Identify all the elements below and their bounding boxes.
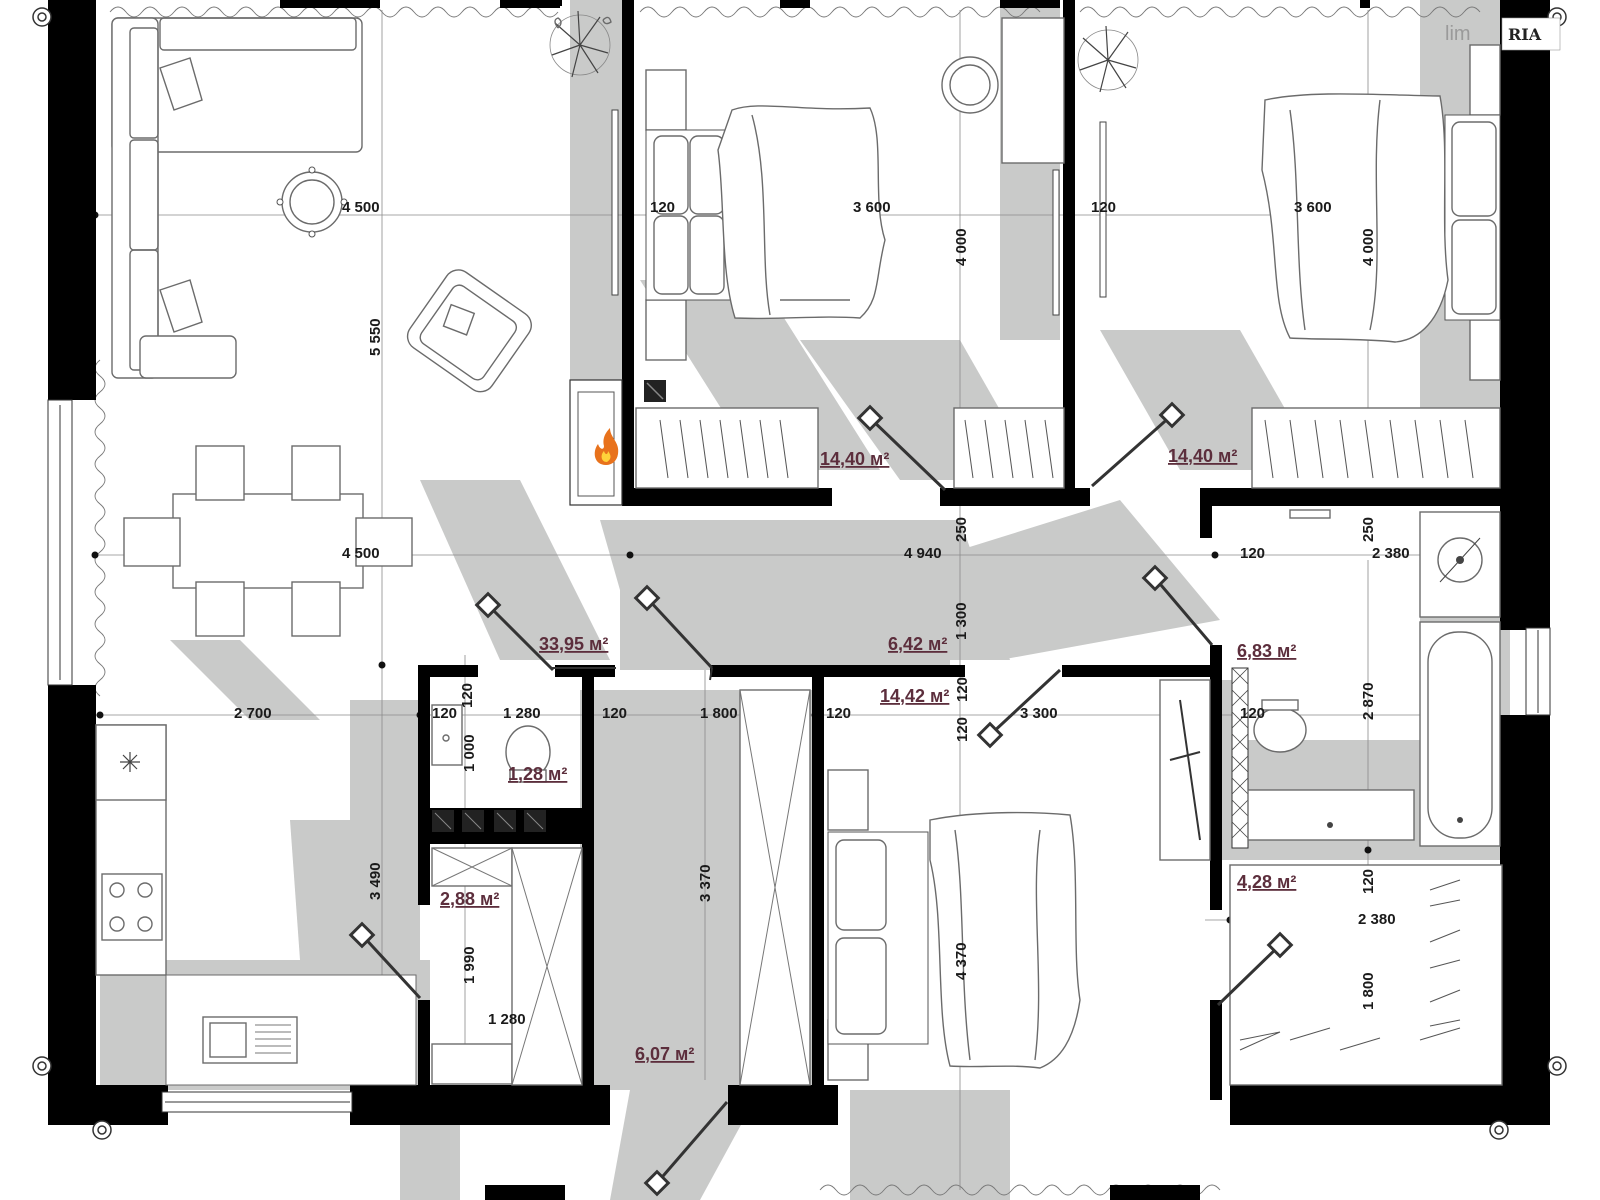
sink-icon	[1419, 511, 1501, 618]
dim-hall-width: 4 940	[904, 545, 942, 562]
dim-bed2-width: 3 600	[1294, 199, 1332, 216]
dimension-labels: 4 500 120 3 600 4 000 120 3 600 4 000 5 …	[234, 199, 1410, 1028]
bathtub-icon	[1419, 621, 1501, 847]
corridor-wardrobe	[431, 689, 811, 1086]
tv-icon	[611, 109, 1107, 316]
coffee-table-icon	[276, 166, 348, 238]
dim-bed3-wall-left: 120	[826, 705, 851, 722]
dim-bed1-width: 3 600	[853, 199, 891, 216]
watermark-logo: RIA	[1508, 25, 1542, 44]
bed-icon	[1261, 44, 1501, 381]
dim-bed1-wall: 120	[650, 199, 675, 216]
dim-kitchen-depth: 3 490	[367, 862, 384, 900]
area-corridor: 6,07 м²	[635, 1044, 694, 1064]
dim-bed3-width: 3 300	[1020, 705, 1058, 722]
curtain-top-living	[94, 6, 1481, 1196]
door-gap-markers	[552, 667, 713, 681]
dim-wc-depth: 1 000	[461, 734, 478, 772]
area-wardrobe: 4,28 м²	[1237, 872, 1296, 892]
wardrobe-icon	[635, 407, 1503, 1086]
dim-bed2-wall: 120	[1091, 199, 1116, 216]
dim-bed3-depth: 4 370	[953, 942, 970, 980]
dim-hall-gap-1: 250	[953, 517, 970, 542]
area-wc: 1,28 м²	[508, 764, 567, 784]
toilet-icon	[1253, 699, 1307, 753]
sofa-icon	[111, 17, 363, 379]
toilet-icon	[505, 725, 551, 783]
dim-utility-depth: 1 990	[461, 946, 478, 984]
dim-wc-wall-right: 120	[602, 705, 627, 722]
dim-hall-depth: 1 300	[953, 602, 970, 640]
fireplace-icon	[594, 428, 619, 465]
sink-icon	[431, 704, 463, 766]
dim-hall-wall: 120	[954, 677, 971, 702]
dim-bath-wall: 120	[1240, 545, 1265, 562]
dim-bath-width: 2 380	[1372, 545, 1410, 562]
dim-wardrobe-depth: 1 800	[1360, 972, 1377, 1010]
watermark: lim RIA	[1445, 17, 1561, 51]
bed-icon	[645, 69, 886, 361]
sink-icon	[202, 1016, 298, 1064]
plant-icon	[1077, 25, 1139, 93]
dim-wc-wall-top: 120	[459, 683, 476, 708]
dim-living-width-top: 4 500	[342, 199, 380, 216]
desk-chair-icon	[941, 17, 1065, 164]
dim-wardrobe-wall: 120	[1360, 869, 1377, 894]
bathroom	[1159, 509, 1501, 861]
area-bathroom: 6,83 м²	[1237, 641, 1296, 661]
dim-wc-wall-left: 120	[432, 705, 457, 722]
area-utility: 2,88 м²	[440, 889, 499, 909]
dim-living-width-mid: 4 500	[342, 545, 380, 562]
wc-room	[431, 704, 551, 832]
dim-bath-wall-2: 120	[1240, 705, 1265, 722]
dim-bed1-depth: 4 000	[953, 228, 970, 266]
door-icon	[348, 401, 1294, 1197]
dim-hall-gap-2: 250	[1360, 517, 1377, 542]
window-icon	[47, 399, 1551, 1113]
area-hall: 6,42 м²	[888, 634, 947, 654]
area-labels: 33,95 м² 14,40 м² 14,40 м² 6,42 м² 14,42…	[440, 446, 1296, 1064]
dim-corridor-width: 1 800	[700, 705, 738, 722]
area-living: 33,95 м²	[539, 634, 608, 654]
dim-kitchen-width: 2 700	[234, 705, 272, 722]
stove-icon	[101, 873, 163, 941]
watermark-text: lim	[1445, 23, 1471, 45]
compass-icon	[32, 7, 1567, 1140]
dim-bed3-wall-top: 120	[954, 717, 971, 742]
dim-wc-width: 1 280	[503, 705, 541, 722]
area-bedroom-1: 14,40 м²	[820, 449, 889, 469]
area-bedroom-2: 14,40 м²	[1168, 446, 1237, 466]
dim-living-depth: 5 550	[367, 318, 384, 356]
dim-utility-width: 1 280	[488, 1011, 526, 1028]
kitchen-counter	[95, 724, 417, 1086]
fridge-icon	[120, 752, 140, 772]
area-bedroom-3: 14,42 м²	[880, 686, 949, 706]
dim-bed2-depth: 4 000	[1360, 228, 1377, 266]
dim-bath-depth: 2 870	[1360, 682, 1377, 720]
plant-icon	[549, 10, 612, 78]
dining-table-icon	[123, 445, 413, 637]
armchair-icon	[406, 269, 532, 393]
bed-icon	[827, 769, 1081, 1081]
dim-wardrobe-width: 2 380	[1358, 911, 1396, 928]
dim-corridor-depth: 3 370	[697, 864, 714, 902]
